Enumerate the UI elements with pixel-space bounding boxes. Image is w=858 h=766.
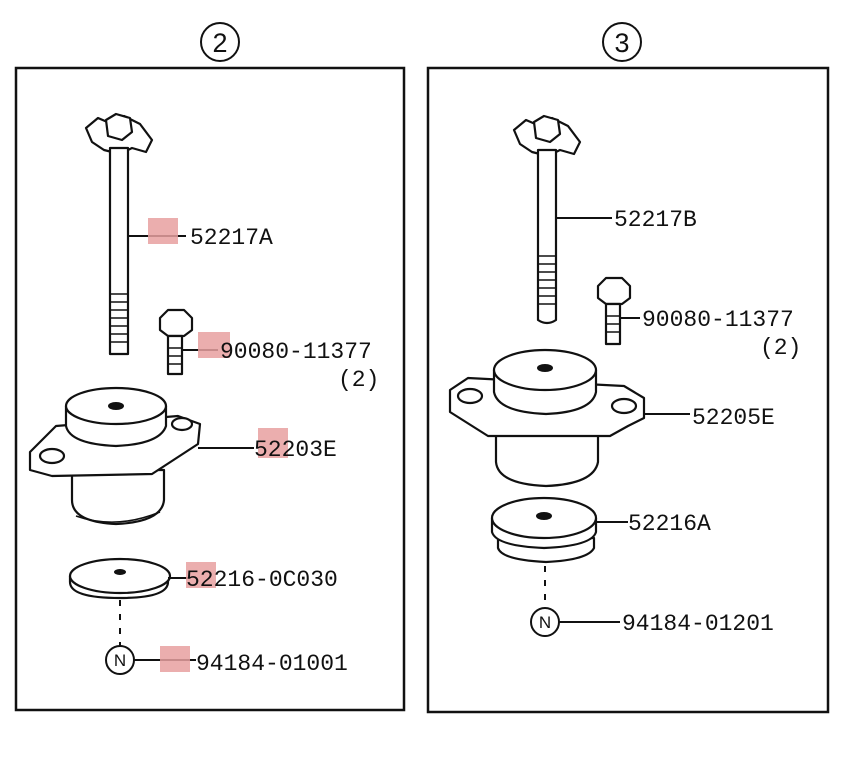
label-mount: 52203E	[254, 437, 337, 463]
highlight-marker	[186, 562, 216, 588]
panel-2: 2 52217A 90080-11377 (2)	[14, 22, 406, 712]
label-washer: 52216-0C030	[186, 567, 338, 593]
label-washer: 52216A	[628, 511, 711, 537]
cushion	[490, 496, 598, 564]
long-bolt	[84, 112, 154, 356]
panel-number: 3	[614, 28, 629, 58]
label-bolt-short: 90080-11377	[642, 307, 794, 333]
nut-symbol: N	[114, 651, 126, 670]
label-bolt-long: 52217B	[614, 207, 697, 233]
short-bolt	[596, 276, 632, 346]
label-bolt-short-qty: (2)	[760, 335, 801, 361]
panel-number-circle	[602, 22, 642, 62]
label-mount: 52205E	[692, 405, 775, 431]
label-bolt-long: 52217A	[190, 225, 273, 251]
highlight-marker	[148, 218, 178, 244]
highlight-marker	[198, 332, 230, 358]
engine-mount	[28, 386, 202, 526]
label-bolt-short: 90080-11377	[220, 339, 372, 365]
label-nut: 94184-01001	[196, 651, 348, 677]
washer	[68, 557, 172, 600]
nut-symbol: N	[539, 613, 551, 632]
short-bolt	[158, 308, 194, 376]
panel-frame	[14, 66, 406, 712]
engine-mount	[448, 348, 646, 488]
label-bolt-short-qty: (2)	[338, 367, 379, 393]
panel-number-circle	[200, 22, 240, 62]
panel-number: 2	[212, 28, 227, 58]
panel-3: 3 52217B 90080-11377 (2)	[426, 22, 830, 714]
long-bolt	[512, 114, 582, 325]
panel-frame	[426, 66, 830, 714]
highlight-marker	[258, 428, 288, 458]
label-nut: 94184-01201	[622, 611, 774, 637]
highlight-marker	[160, 646, 190, 672]
